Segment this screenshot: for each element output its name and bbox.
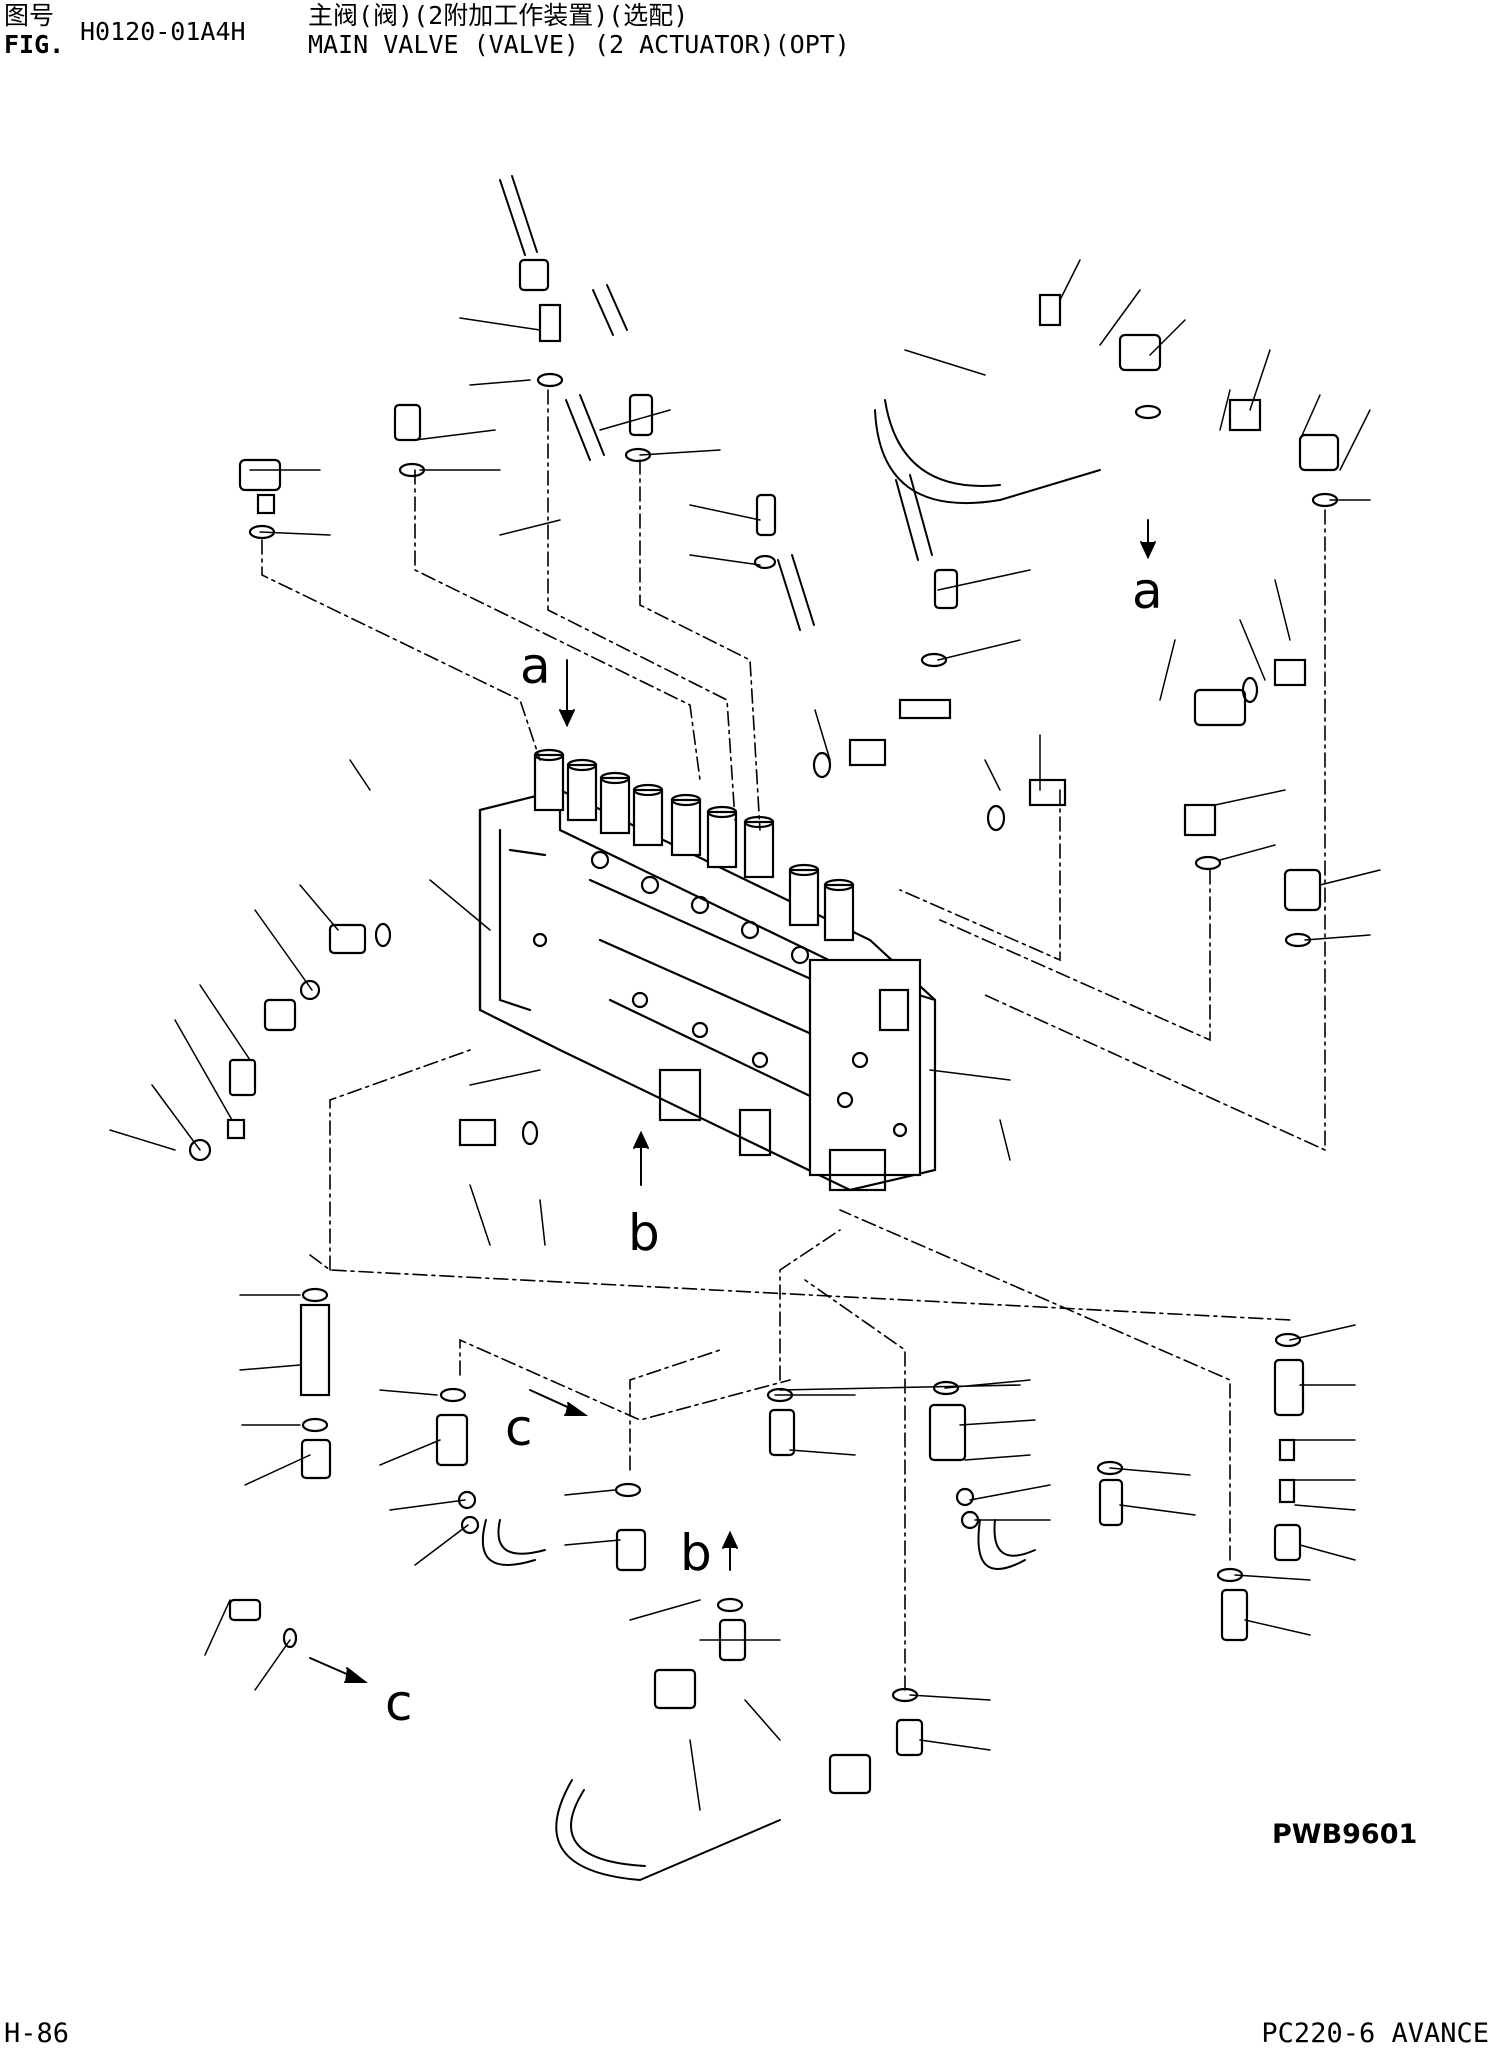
view-marker-b-center: b — [628, 1204, 660, 1262]
hoses — [481, 175, 1101, 1882]
figure-number: H0120-01A4H — [80, 17, 246, 46]
figure-title-zh: 主阀(阀)(2附加工作装置)(选配) — [308, 1, 689, 30]
figure-title: MAIN VALVE (VALVE) (2 ACTUATOR)(OPT) — [308, 30, 850, 59]
valve-port-circles — [532, 850, 908, 1138]
routing-lines — [261, 389, 1326, 1691]
drawing-code: PWB9601 — [1272, 1819, 1417, 1850]
view-arrows — [309, 519, 1156, 1683]
view-marker-c-bottom: c — [385, 1674, 413, 1732]
figure-label: FIG. — [4, 30, 65, 59]
machine-model: PC220-6 AVANCE — [1261, 2018, 1489, 2049]
page-number: H-86 — [4, 2018, 70, 2049]
main-valve-body — [478, 748, 937, 1192]
view-marker-c-mid: c — [505, 1399, 533, 1457]
spool-caps — [533, 748, 855, 942]
view-marker-a-right: a — [1132, 562, 1163, 620]
view-marker-b-lower: b — [680, 1524, 712, 1582]
view-marker-a-top: a — [520, 637, 551, 695]
fittings — [188, 258, 1340, 1795]
figure-label-zh: 图号 — [4, 1, 55, 30]
leader-lines — [109, 259, 1381, 1811]
